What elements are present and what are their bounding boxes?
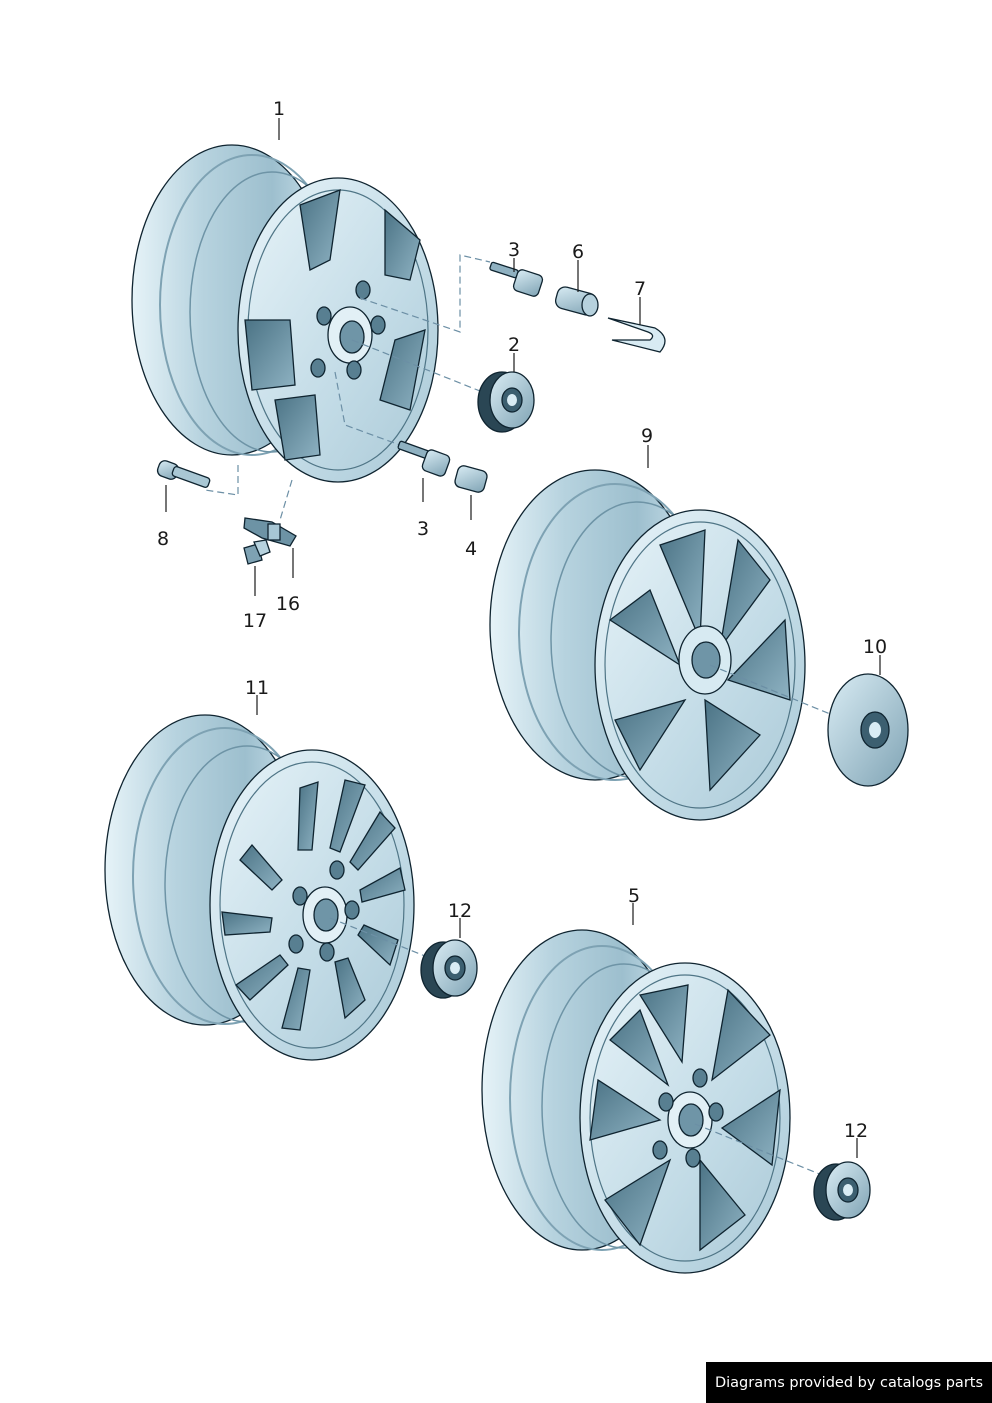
callout-9: 9 xyxy=(641,425,653,447)
axis-line-cover-10 xyxy=(709,664,841,719)
pressure-sensor-16 xyxy=(243,517,297,547)
callout-10: 10 xyxy=(863,636,887,658)
axis-line-emblem-12-b xyxy=(694,1123,823,1176)
axis-line-sensor-16 xyxy=(279,479,293,521)
wheel-bolt-upper xyxy=(489,261,544,297)
callout-3-lower: 3 xyxy=(417,518,429,540)
bolt-cap-4 xyxy=(454,465,488,493)
callout-2: 2 xyxy=(508,334,520,356)
callout-8: 8 xyxy=(157,528,169,550)
alloy-wheel-11 xyxy=(104,714,415,1061)
callout-4: 4 xyxy=(465,538,477,560)
credit-banner: Diagrams provided by catalogs parts xyxy=(706,1362,992,1403)
tyre-valve-8 xyxy=(156,460,211,489)
credit-text: Diagrams provided by catalogs parts xyxy=(714,1374,984,1391)
axis-line-emblem-2 xyxy=(351,339,491,396)
callout-16: 16 xyxy=(276,593,300,615)
callout-5: 5 xyxy=(628,885,640,907)
puller-clip-7 xyxy=(607,317,666,353)
alloy-wheel-9 xyxy=(489,469,806,821)
hub-emblem-2 xyxy=(477,371,535,433)
sensor-part-17 xyxy=(243,539,271,565)
callout-7: 7 xyxy=(634,278,646,300)
alloy-wheel-5 xyxy=(481,929,791,1274)
hub-cover-10 xyxy=(827,673,909,787)
axis-line-emblem-12-a xyxy=(329,917,431,959)
callout-12-a: 12 xyxy=(448,900,472,922)
callout-6: 6 xyxy=(572,241,584,263)
callout-11: 11 xyxy=(245,677,269,699)
alloy-wheel-1 xyxy=(131,144,439,483)
callout-12-b: 12 xyxy=(844,1120,868,1142)
hub-emblem-12-b xyxy=(813,1161,871,1221)
callout-1: 1 xyxy=(273,98,285,120)
callout-17: 17 xyxy=(243,610,267,632)
wheel-bolt-lower xyxy=(397,440,451,477)
hub-emblem-12-a xyxy=(420,939,478,999)
axis-line-bolt-upper xyxy=(359,254,491,333)
bolt-cap-6 xyxy=(554,286,599,317)
callout-3-upper: 3 xyxy=(508,239,520,261)
axis-line-bolt-lower xyxy=(334,371,401,446)
